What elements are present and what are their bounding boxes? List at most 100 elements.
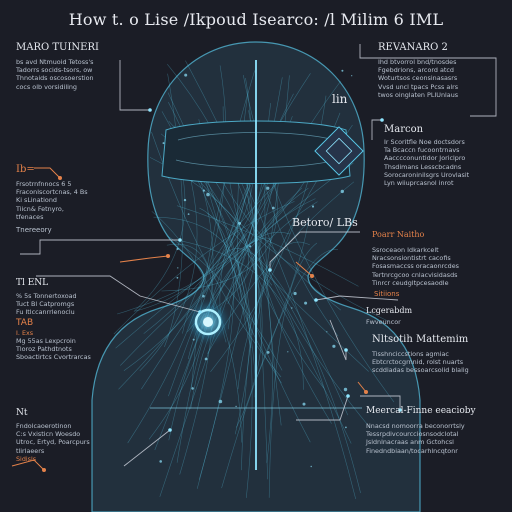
mesh-line — [115, 237, 272, 349]
mesh-node — [176, 276, 179, 279]
mesh-line — [153, 216, 251, 435]
mesh-line — [175, 239, 304, 390]
mesh-node — [162, 142, 165, 145]
mesh-line — [120, 162, 354, 366]
mesh-node — [311, 205, 315, 208]
mesh-line — [259, 187, 309, 286]
mesh-node — [238, 221, 241, 225]
mesh-node — [351, 75, 353, 77]
mesh-node — [332, 344, 336, 348]
mesh-node — [304, 301, 308, 305]
mesh-line — [198, 207, 234, 480]
mesh-line — [185, 60, 356, 499]
mesh-line — [161, 157, 278, 292]
batch-label: Betoro/ LBs — [292, 216, 358, 229]
panel-heading-bottom-left: Nt — [16, 408, 28, 418]
mesh-line — [243, 75, 395, 403]
mesh-node — [249, 245, 252, 248]
mesh-node — [177, 267, 179, 269]
core-node-icon — [182, 296, 234, 348]
mesh-line — [241, 241, 310, 471]
panel-body-left-lower: % 5s Tonnertoxoad Tuct Bl Catpromgs Fu I… — [16, 292, 91, 362]
mesh-node — [345, 426, 347, 429]
page-title: How t. o Lise /Ikpoud Isearco: /l Milim … — [68, 10, 444, 29]
mesh-line — [176, 232, 291, 463]
stitions-label: Sitiions — [374, 290, 400, 298]
mesh-line — [166, 235, 283, 371]
mesh-line — [191, 70, 255, 388]
mesh-node — [310, 465, 312, 468]
panel-heading-right-lower-b: Nltsotih Mattemim — [372, 334, 469, 345]
mesh-line — [227, 77, 283, 305]
panel-heading-right-bottom: Meercal-Finne eeacioby — [366, 406, 476, 416]
mesh-line — [113, 201, 295, 335]
panel-body-top-right: Ihd btvorrol bnd/tnosdes Fgebdrions, arc… — [378, 58, 459, 99]
mesh-line — [143, 172, 255, 334]
mesh-line — [190, 201, 318, 409]
panel-heading-top-right: REVANARO 2 — [378, 42, 448, 53]
mesh-node — [191, 387, 194, 390]
panel-body-right-center: Ssroceaon Idkarkcelt Nracsonsiontistrt c… — [372, 246, 459, 287]
chip-module-icon — [314, 126, 364, 176]
mesh-node — [291, 307, 293, 309]
mesh-node — [266, 351, 270, 354]
mesh-line — [164, 73, 184, 348]
mesh-node — [176, 247, 179, 251]
mesh-line — [227, 80, 342, 330]
mesh-node — [326, 331, 328, 333]
mesh-node — [235, 405, 237, 408]
orange-node-dots — [42, 176, 368, 472]
mesh-node — [184, 73, 188, 77]
mesh-node — [159, 460, 162, 463]
mesh-node — [206, 192, 210, 197]
mesh-line — [234, 234, 282, 384]
cyan-node-dots — [148, 108, 402, 432]
mesh-line — [268, 242, 318, 498]
panel-heading-left-mid: Ib= — [16, 164, 35, 175]
left-mid-label: Tnereeory — [16, 226, 52, 234]
mesh-line — [255, 75, 290, 332]
panel-body-bottom-left: Fndolcaoerotinon C:s Vxisticn Woesdo Utr… — [16, 422, 90, 463]
mesh-node — [293, 291, 297, 296]
mesh-node — [340, 189, 344, 194]
mesh-node — [218, 399, 223, 404]
mesh-line — [127, 65, 227, 444]
panel-body-right-lower-a: Fwveuncor — [366, 318, 401, 326]
mesh-line — [141, 232, 248, 390]
panel-heading-right-lower-a: Lcgerabdm — [366, 306, 413, 315]
mesh-node — [202, 189, 205, 192]
mesh-line — [246, 253, 369, 372]
mesh-node — [183, 198, 187, 202]
mesh-line — [166, 243, 214, 475]
panel-body-top-left: bs avd Ntmuoid Tetoss's Tadorrs socids-t… — [16, 58, 94, 91]
mesh-node — [287, 351, 289, 353]
panel-body-right-bottom: Nnacsd nomoorra beconorrtsly Tessrpdivco… — [366, 422, 465, 455]
panel-body-left-mid: Frsotrnfnnocs 6 5 Fraconlscortcnas, 4 Bs… — [16, 180, 88, 221]
spine-line — [150, 60, 362, 470]
orange-link-lines — [11, 167, 367, 471]
mesh-line — [246, 163, 371, 428]
mid-right-label: lin — [332, 92, 348, 106]
mesh-node — [341, 69, 344, 72]
mesh-line — [176, 205, 359, 287]
panel-body-mid-right: Ir Scoritfle Noe doctsdors Ta Bcaccn fuc… — [384, 138, 470, 188]
callout-connector-lines — [20, 44, 497, 467]
mesh-line — [167, 64, 273, 463]
mesh-node — [187, 213, 190, 216]
mesh-node — [302, 402, 306, 406]
mesh-line — [221, 249, 339, 489]
mesh-node — [343, 387, 348, 392]
panel-heading-top-left: MARO TUINERI — [16, 42, 99, 53]
panel-body-right-lower-b: Tisshnciccstions agmiac Ebtcrctocgrnnid,… — [372, 350, 469, 375]
mesh-line — [223, 248, 349, 416]
panel-heading-right-center: Poarr Naitho — [372, 230, 425, 239]
mesh-node — [204, 357, 208, 361]
mesh-node — [266, 186, 270, 190]
panel-heading-left-lower: Tl ENL — [16, 278, 49, 288]
mesh-line — [207, 213, 361, 494]
panel-heading-mid-right: Marcon — [384, 124, 424, 135]
mesh-line — [168, 198, 316, 441]
mesh-node — [271, 206, 275, 210]
